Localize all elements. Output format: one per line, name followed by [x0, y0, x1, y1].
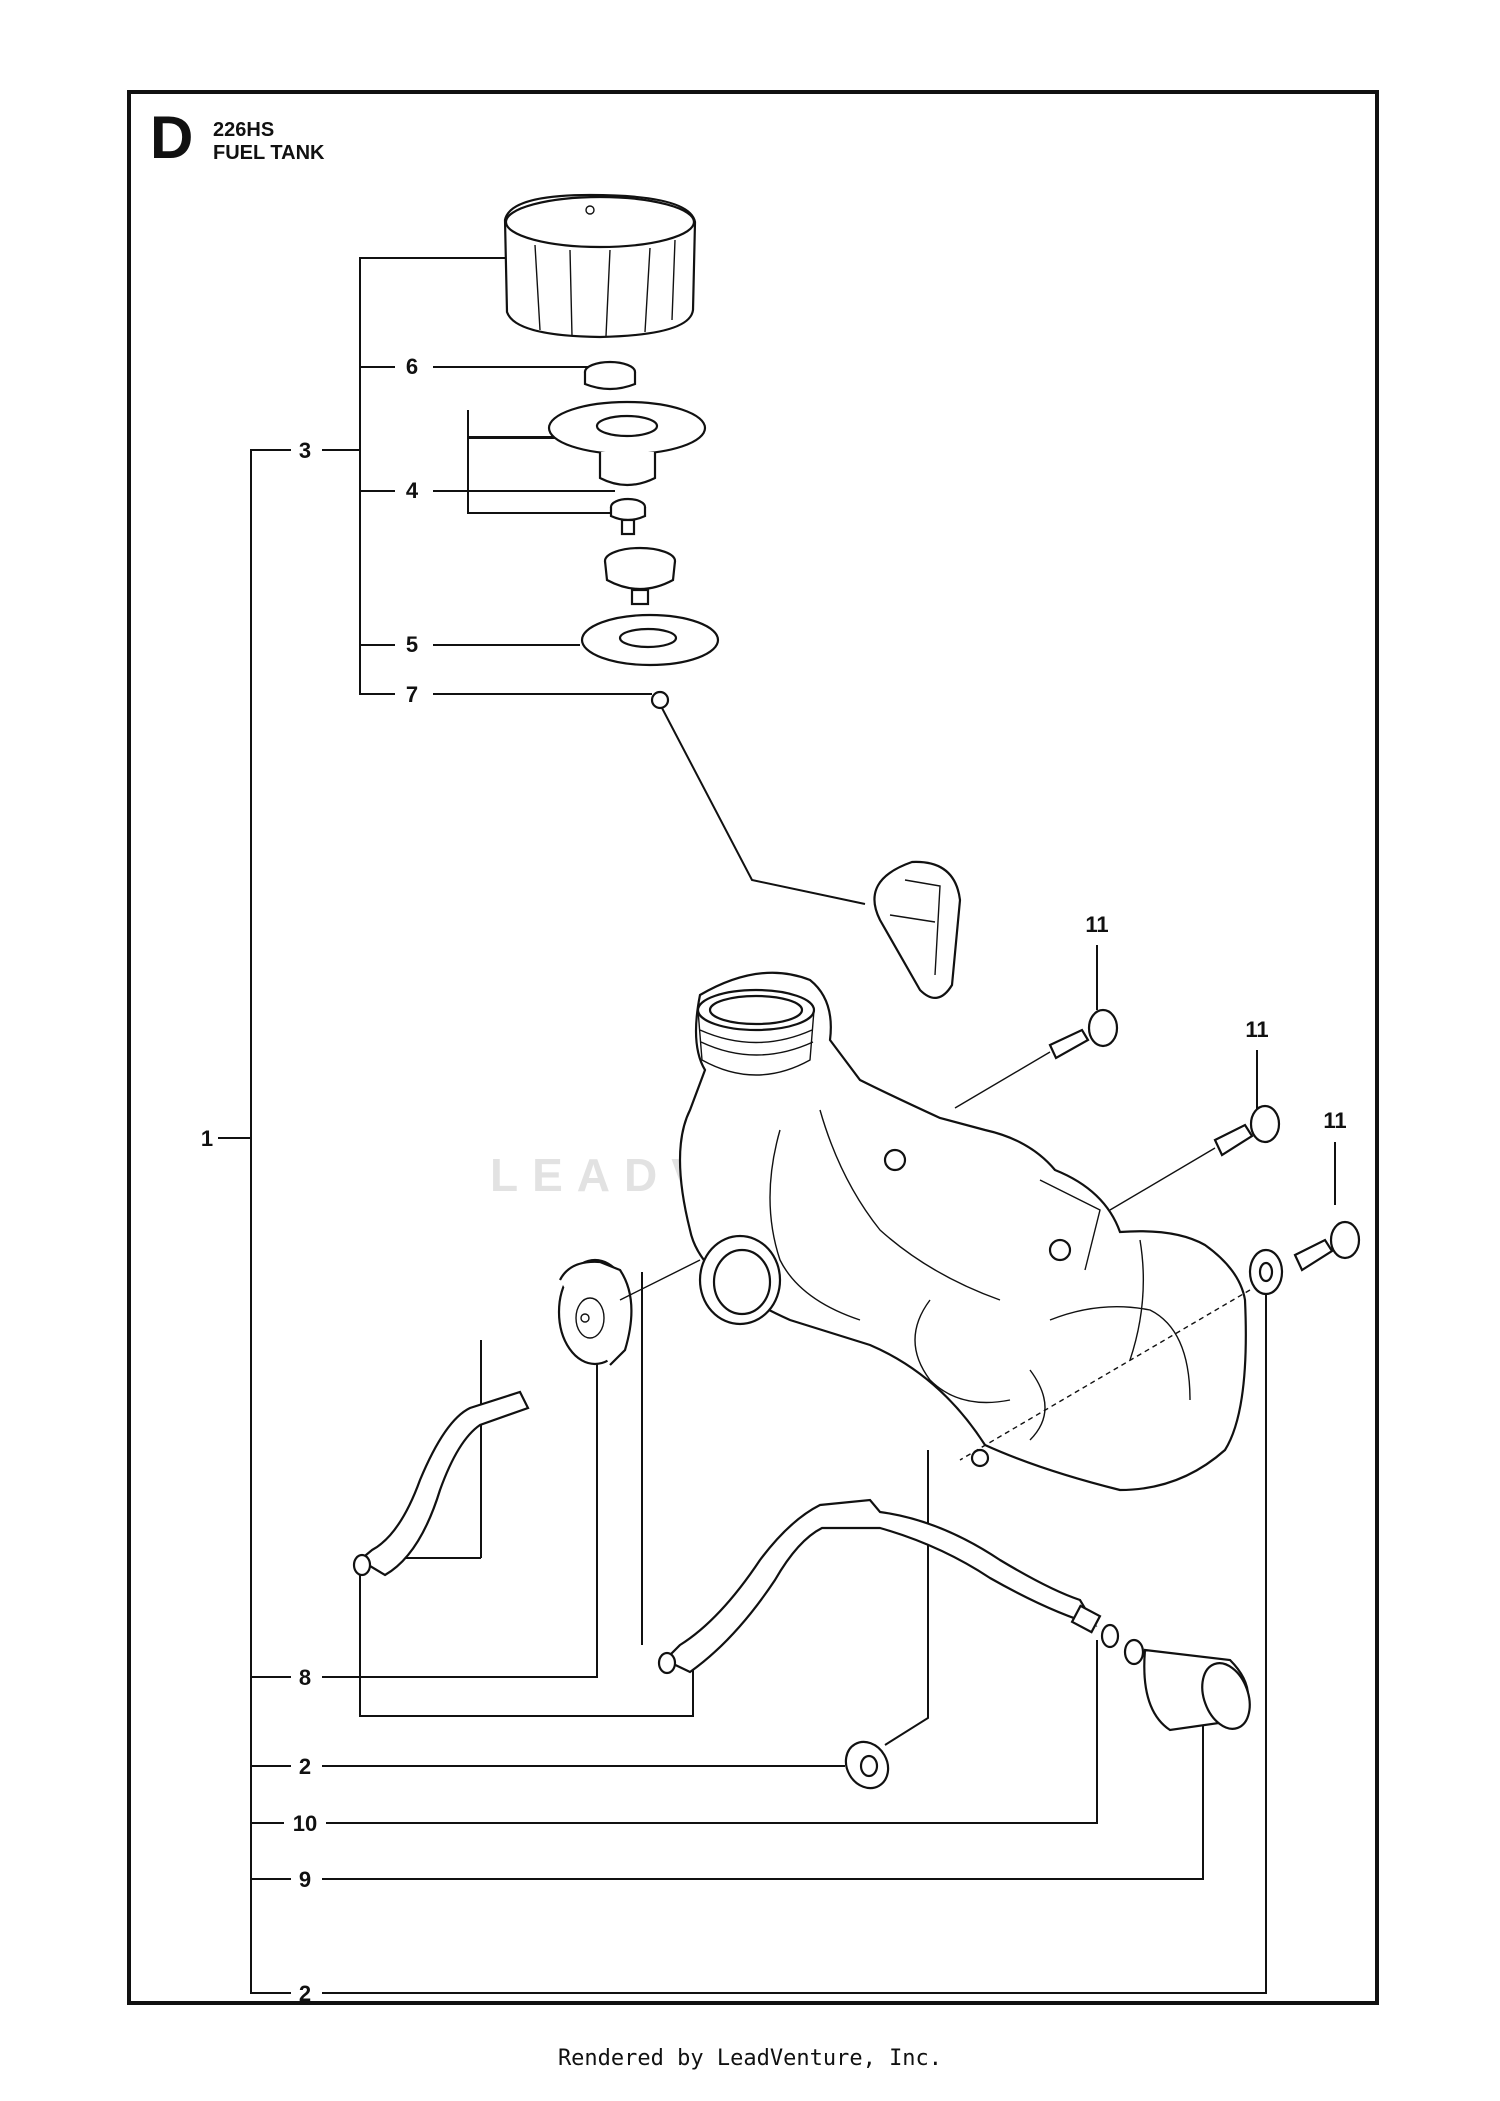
bracket-1 — [250, 449, 291, 1994]
washer-lower — [844, 1740, 890, 1790]
callout-10: 10 — [293, 1811, 317, 1836]
diagram-title: FUEL TANK — [213, 142, 325, 164]
callout-2-lower: 2 — [299, 1981, 311, 2006]
screw-top — [954, 1008, 1119, 1109]
fuel-hose-right — [657, 1498, 1102, 1675]
fuel-cap — [503, 193, 697, 339]
callout-9: 9 — [299, 1867, 311, 1892]
callout-11-middle: 11 — [1245, 1017, 1268, 1042]
model-number: 226HS — [213, 119, 275, 141]
callout-2-upper: 2 — [299, 1754, 311, 1779]
hose-clip — [1100, 1623, 1120, 1649]
leader-2a — [251, 1450, 929, 1767]
cap-tether — [650, 690, 962, 999]
screw-bottom — [1293, 1220, 1361, 1272]
leader-10 — [251, 1640, 1098, 1824]
washer-right — [959, 1248, 1284, 1461]
callout-3: 3 — [299, 438, 311, 463]
diagram-frame — [127, 90, 1379, 2005]
leader-8-branch — [251, 1272, 643, 1678]
bracket-8 — [359, 1557, 694, 1717]
callout-7: 7 — [406, 682, 418, 707]
fuel-hose-left — [352, 1390, 530, 1577]
screw-middle — [1109, 1104, 1281, 1211]
section-letter: D — [150, 104, 194, 171]
vent-nut — [609, 497, 647, 536]
bracket-4-hlines — [468, 437, 615, 492]
vent-flange — [547, 400, 707, 487]
callout-1: 1 — [201, 1126, 213, 1151]
callout-5: 5 — [406, 632, 418, 657]
fuel-filter — [1123, 1638, 1251, 1732]
bracket-3 — [359, 257, 515, 695]
leader-9 — [251, 1726, 1204, 1880]
leader-2b — [322, 1287, 1267, 1994]
callout-8: 8 — [299, 1665, 311, 1690]
vent-cup — [603, 546, 677, 606]
callout-11-top: 11 — [1085, 912, 1108, 937]
cap-seal-disc — [583, 360, 637, 391]
callout-6: 6 — [406, 354, 418, 379]
cap-gasket — [580, 613, 720, 667]
bracket-4-full — [467, 412, 560, 439]
callout-11-bottom: 11 — [1323, 1108, 1346, 1133]
fuel-tank — [678, 971, 1247, 1492]
callout-4: 4 — [406, 478, 419, 503]
bracket-4-frame — [467, 437, 610, 514]
footer-credit: Rendered by LeadVenture, Inc. — [557, 2046, 943, 2071]
fuel-line-grommet — [557, 1258, 701, 1366]
